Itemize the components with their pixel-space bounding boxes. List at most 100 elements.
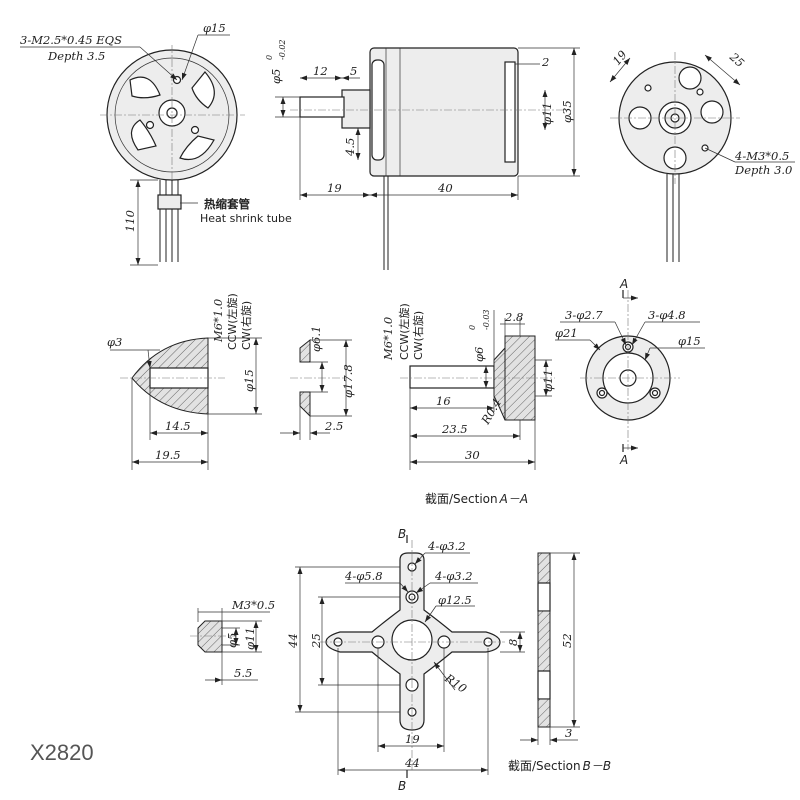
heat-shrink-label-cn: 热缩套管: [204, 197, 250, 211]
section-mark-a-top: A: [619, 277, 628, 291]
mount-holes-top: 4-φ3.2: [427, 539, 466, 553]
front-screw-hole: [190, 125, 200, 135]
adapter-tol-lower: -0.03: [482, 309, 491, 330]
adapter-dim-23-5: 23.5: [441, 422, 468, 436]
front-cutout: [130, 119, 157, 151]
setscrew-dia-11: φ11: [243, 627, 257, 650]
front-lead-length: 110: [123, 210, 137, 232]
spinner-view: φ3 M6*1.0 CCW(左旋) CW(右旋) φ15 14.5 19.5: [107, 293, 262, 470]
adapter-dim-30: 30: [465, 448, 480, 462]
adapter-shaft: [409, 365, 495, 389]
side-dia-11: φ11: [540, 102, 554, 125]
washer-view: φ6.1 φ17.8 2.5: [280, 326, 355, 440]
side-dim-40: 40: [437, 181, 453, 195]
adapter-end-dia-21: φ21: [555, 326, 578, 340]
motor-side-can: [369, 47, 519, 177]
setscrew-dia-5: φ5: [225, 633, 239, 648]
rear-screw-hole: [696, 88, 704, 96]
mount-dim-44-h: 44: [404, 756, 420, 770]
side-dia-35: φ35: [560, 100, 574, 123]
adapter-end-hole: [598, 389, 606, 397]
spinner-cw: CW(右旋): [239, 301, 253, 350]
adapter-ccw: CCW(左旋): [397, 303, 411, 360]
mount-holes-5-8: 4-φ5.8: [344, 569, 383, 583]
spinner-ccw: CCW(左旋): [225, 293, 239, 350]
rear-vent: [678, 66, 702, 90]
adapter-end-dia-15: φ15: [678, 334, 701, 348]
lead-wires: [159, 180, 179, 262]
adapter-cw: CW(右旋): [411, 311, 425, 360]
motor-front-view: 3-M2.5*0.45 EQS Depth 3.5 φ15 110 热缩套管 H…: [20, 21, 292, 266]
side-lead-wires: [383, 176, 389, 270]
section-bb-top: [537, 552, 551, 584]
heat-shrink-label-en: Heat shrink tube: [200, 212, 292, 225]
mount-dim-44-v: 44: [286, 633, 300, 649]
section-mark-b-bottom: B: [398, 779, 406, 793]
adapter-end-hole: [651, 389, 659, 397]
section-mark-b-top: B: [398, 527, 406, 541]
motor-side-view: φ5 0 -0.02 12 5 4.5 19 40 2 φ11 φ35: [265, 39, 580, 270]
side-dim-5: 5: [350, 64, 357, 78]
mount-r10: R10: [441, 670, 469, 695]
spinner-dim-19-5: 19.5: [155, 448, 181, 462]
motor-side-shaft: [299, 96, 345, 118]
mount-dim-8: 8: [506, 639, 520, 646]
setscrew-thread: M3*0.5: [231, 598, 275, 612]
spinner-thread: M6*1.0: [211, 299, 225, 343]
setscrew-view: M3*0.5 φ5 φ11 5.5: [190, 598, 275, 685]
adapter-dim-16: 16: [436, 394, 451, 408]
section-bb-view: 52 3: [520, 552, 580, 745]
spinner-dia-3: φ3: [107, 335, 122, 349]
washer-dia-17-8: φ17.8: [341, 364, 355, 398]
section-bb-mid: [537, 610, 551, 672]
front-cutout: [129, 76, 161, 99]
front-screw-hole: [145, 120, 155, 130]
rear-depth-note: Depth 3.0: [734, 163, 792, 177]
side-shaft-tol-lower: -0.02: [278, 39, 287, 60]
section-mark-a-bottom: A: [619, 453, 628, 467]
setscrew-dim-5-5: 5.5: [234, 666, 252, 680]
side-shaft-dia: φ5: [269, 69, 283, 84]
motor-side-collar: [341, 89, 371, 129]
side-dim-2: 2: [541, 55, 549, 69]
adapter-dim-2-8: 2.8: [504, 310, 523, 324]
mount-dim-25: 25: [309, 633, 323, 649]
adapter-dia-11: φ11: [541, 369, 555, 392]
adapter-view: M6*1.0 CCW(左旋) CW(右旋) φ6 0 -0.03 2.8 φ11…: [381, 303, 555, 470]
adapter-end-holes-small: 3-φ2.7: [565, 308, 603, 322]
adapter-end-view: A A 3-φ2.7 3-φ4.8 φ21 φ15: [555, 277, 705, 467]
section-bb-dim-52: 52: [560, 633, 574, 648]
adapter-tol-upper: 0: [468, 325, 477, 330]
washer-lower: [299, 391, 311, 418]
setscrew-body: [197, 620, 223, 653]
adapter-end-holes-large: 3-φ4.8: [648, 308, 686, 322]
spinner-dia-15: φ15: [242, 369, 256, 392]
mount-dim-19: 19: [405, 732, 420, 746]
rear-vent: [700, 100, 724, 124]
mount-holes-mid: 4-φ3.2: [434, 569, 473, 583]
side-dim-4-5: 4.5: [343, 138, 357, 157]
adapter-thread: M6*1.0: [381, 317, 395, 361]
mount-dia-12-5: φ12.5: [438, 593, 472, 607]
spinner-dim-14-5: 14.5: [165, 419, 191, 433]
rear-screw-hole: [644, 84, 652, 92]
washer-dia-6-1: φ6.1: [309, 326, 323, 352]
front-cutout: [179, 135, 215, 161]
rear-dim-19: 19: [610, 48, 630, 68]
front-thread-note: 3-M2.5*0.45 EQS: [20, 33, 122, 47]
adapter-shaft-dia: φ6: [472, 347, 486, 362]
rear-thread-note: 4-M3*0.5: [734, 149, 789, 163]
cross-mount-view: B B 4-φ3.2 4-φ5.8 4-φ3.2 φ12.5 44 25 8 R…: [286, 527, 525, 793]
front-hole-dia: φ15: [203, 21, 226, 35]
section-bb-bottom: [537, 698, 551, 728]
model-label: X2820: [30, 740, 94, 765]
motor-rear-view: 19 25 4-M3*0.5 Depth 3.0: [610, 48, 795, 262]
washer-dim-2-5: 2.5: [324, 419, 343, 433]
section-bb-dim-3: 3: [565, 726, 572, 740]
heat-shrink-sleeve: [157, 194, 182, 210]
side-dim-12: 12: [313, 64, 328, 78]
side-dim-19: 19: [327, 181, 342, 195]
